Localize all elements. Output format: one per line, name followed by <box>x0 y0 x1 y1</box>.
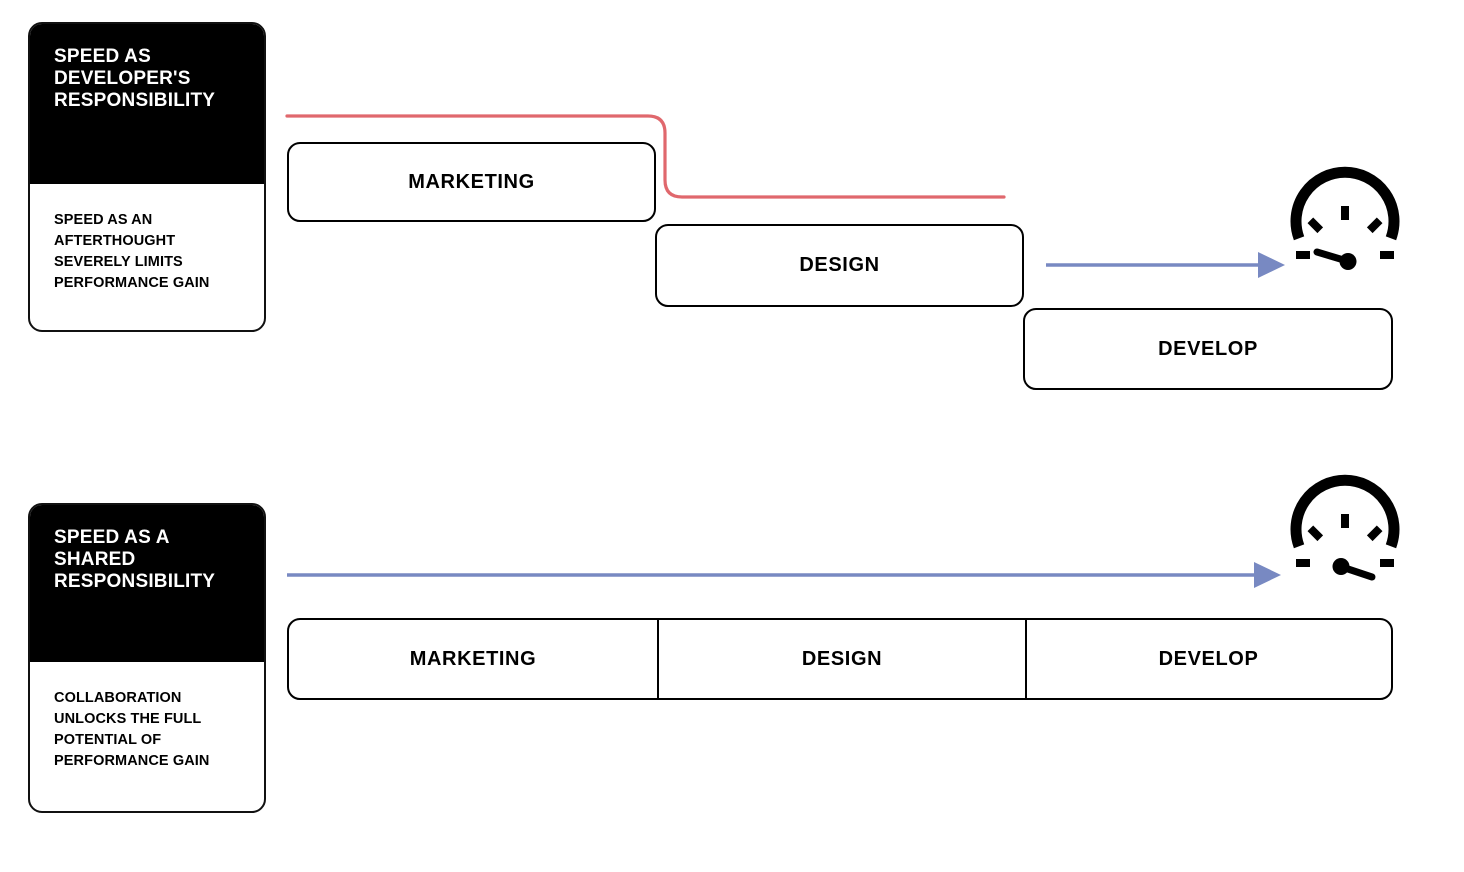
card-caption: COLLABORATION UNLOCKS THE FULL POTENTIAL… <box>30 662 264 797</box>
card-shared-responsibility: SPEED AS A SHARED RESPONSIBILITY COLLABO… <box>28 503 266 813</box>
stage-label: DEVELOP <box>1158 647 1259 670</box>
stage-box-develop-row2[interactable]: DEVELOP <box>1025 620 1390 698</box>
stage-label: DEVELOP <box>1158 337 1258 360</box>
stage-box-design-row1[interactable]: DESIGN <box>655 224 1024 307</box>
gauge-needle-low <box>1313 248 1357 270</box>
blue-arrow-long <box>287 562 1281 588</box>
gauge-needle-high <box>1332 558 1376 581</box>
gauge-ticks <box>1296 514 1394 567</box>
card-heading: SPEED AS DEVELOPER'S RESPONSIBILITY <box>30 24 264 184</box>
stage-label: MARKETING <box>409 647 537 670</box>
stage-label: DESIGN <box>799 254 880 276</box>
gauge-arc <box>1290 166 1400 241</box>
card-caption: SPEED AS AN AFTERTHOUGHT SEVERELY LIMITS… <box>30 184 264 319</box>
stage-label: DESIGN <box>801 647 883 670</box>
gauge-ticks <box>1296 206 1394 259</box>
stage-label: MARKETING <box>408 170 535 193</box>
combined-stage-bar: MARKETING DESIGN DEVELOP <box>287 618 1393 700</box>
blue-arrow-short <box>1046 252 1285 278</box>
stage-box-design-row2[interactable]: DESIGN <box>657 620 1025 698</box>
card-heading: SPEED AS A SHARED RESPONSIBILITY <box>30 505 264 662</box>
stage-box-develop-row1[interactable]: DEVELOP <box>1023 308 1393 390</box>
card-developer-responsibility: SPEED AS DEVELOPER'S RESPONSIBILITY SPEE… <box>28 22 266 332</box>
gauge-arc <box>1290 474 1400 549</box>
stage-box-marketing-row2[interactable]: MARKETING <box>289 620 657 698</box>
stage-box-marketing-row1[interactable]: MARKETING <box>287 142 656 222</box>
